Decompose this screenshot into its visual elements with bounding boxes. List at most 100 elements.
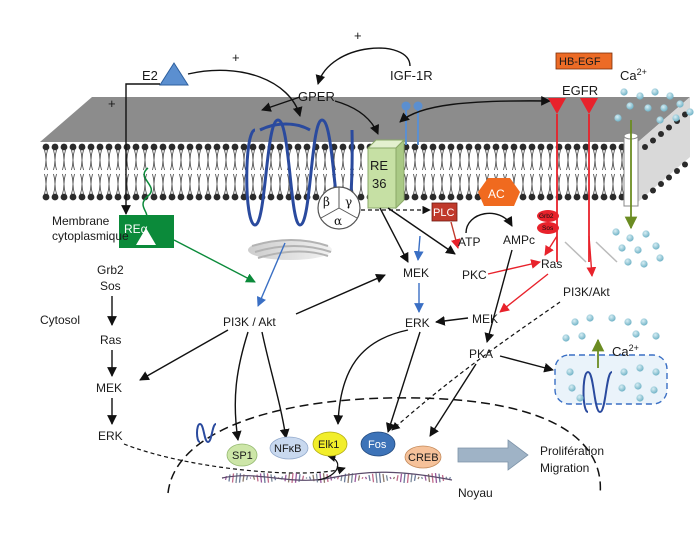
igf1r-label: IGF-1R [390,68,433,83]
calcium-ions-er [562,314,660,402]
pi3k-right-label: PI3K/Akt [563,285,610,299]
nucleus-envelope [167,397,602,496]
arrow-re36-to-mek [379,207,409,263]
e2-ligand-triangle [159,62,189,86]
arrow-pka-to-er [499,355,554,373]
arrow-ras-to-mek-right [499,273,549,313]
proliferation-label: Prolifération [540,444,604,458]
calcium-channel [623,120,639,230]
erk-center-label: ERK [405,316,430,330]
re36-label-line1: RE [370,158,388,173]
pka-label: PKA [469,347,493,361]
fos-label: Fos [368,439,387,451]
egfr-label: EGFR [562,83,598,98]
arrow-e2-to-rea [121,83,160,215]
fos-factor [360,431,396,457]
ac-shape [478,178,520,206]
arrow-gper-to-re36 [334,100,380,135]
plc-label: PLC [433,207,454,219]
arrow-ampc-to-pka [484,249,513,343]
arrow-rea-to-pi3k [173,239,256,283]
arrow-pi3k-to-mek-left [139,329,229,381]
membrane-label-line1: Membrane [52,214,110,228]
elk1-factor [312,431,348,457]
cytosol-label: Cytosol [40,313,80,327]
dna-loop-arrow [317,453,339,481]
plus-sign-e2-rea: + [108,96,116,111]
calcium-top-label: Ca2+ [620,67,647,83]
g-beta-label: β [323,195,330,209]
re36-label-line2: 36 [372,176,386,191]
arrow-pi3k-to-mek-center [295,274,386,315]
arrow-pi3k-to-nfkb [261,331,290,439]
arrow-re36-egfr [399,95,551,123]
sos-small-label: Sos [542,225,554,232]
pi3k-center-label: PI3K / Akt [223,315,276,329]
arrow-e2-to-gper [187,69,303,117]
nfkb-factor [269,436,309,460]
arrow-erk-to-elk1 [333,329,409,425]
ras-left-label: Ras [100,333,121,347]
g-protein-trimer [317,186,361,230]
hbegf-label: HB-EGF [559,56,601,68]
ras-right-label: Ras [541,257,562,271]
calcium-er-label: Ca2+ [612,343,639,359]
calcium-ions-cytosolic [612,228,664,268]
gper-shadow [248,239,332,260]
arrow-gper-to-receptor [261,96,301,112]
hbegf-box [555,52,613,70]
g-alpha-label: α [334,214,342,228]
mek-right-label: MEK [472,312,498,326]
arrow-mek-right-to-erk [435,316,469,326]
migration-label: Migration [540,461,589,475]
elk1-label: Elk1 [318,439,339,451]
gper-label: GPER [298,89,335,104]
sos-label: Sos [100,279,121,293]
nfkb-label: NFκB [274,443,302,455]
arrow-pkc-to-ras [487,259,541,275]
mek-center-label: MEK [403,266,429,280]
mek-left-label: MEK [96,381,122,395]
er-calcium-channel [582,370,613,414]
plus-sign-igf-gper: + [354,28,362,43]
dna-helix [221,471,453,484]
plasma-membrane [40,97,690,202]
rea-ligand-triangle [136,228,156,245]
calcium-ions-extracellular [614,88,694,124]
sp1-factor [226,443,258,467]
arrow-blue-to-mek [413,235,424,261]
arrow-igf-to-gper [315,47,411,85]
ampc-label: AMPc [503,233,535,247]
sp1-label: SP1 [232,450,253,462]
arrow-atp-to-ampc [465,212,513,234]
grb2-small-label: Grb2 [539,213,554,220]
arrow-egfr-to-pi3k [586,235,597,277]
rea-membrane-tether [142,167,152,219]
plus-sign-e2-gper: + [232,50,240,65]
noyau-label: Noyau [458,486,493,500]
atp-label: ATP [458,235,480,249]
creb-label: CREB [408,452,439,464]
re36-receptor [366,138,406,210]
ac-label: AC [488,187,505,201]
membrane-label-line2: cytoplasmique [52,229,129,243]
arrow-egfr-to-ras [544,235,558,256]
grb2-label: Grb2 [97,263,124,277]
pkc-label: PKC [462,268,487,282]
nuclear-pore-receptor [196,422,217,444]
grb2-sos-complex [537,210,559,234]
calcium-store [554,354,668,405]
arrow-gper-to-pi3k [256,242,286,307]
arrow-pi3k-to-sp1 [231,331,249,441]
erk-left-label: ERK [98,429,123,443]
arrow-plc-to-pkc [450,221,461,249]
creb-factor [404,445,442,469]
e2-label: E2 [142,68,158,83]
arrow-erk-to-fos [386,331,421,433]
arrow-re36-to-pkc [387,207,456,255]
plc-box [431,202,458,222]
arrow-pka-to-creb [429,363,477,437]
g-gamma-label: γ [345,195,352,209]
